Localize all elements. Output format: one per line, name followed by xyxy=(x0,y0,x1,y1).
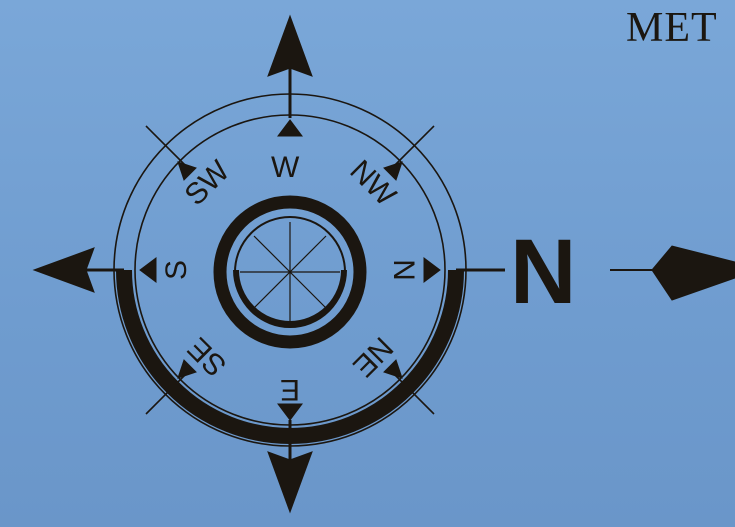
arrow-down-icon xyxy=(268,452,312,512)
tick-ne xyxy=(395,126,434,165)
north-pointer-icon xyxy=(652,246,735,300)
arrow-up-icon xyxy=(268,16,312,76)
arrow-left-icon xyxy=(34,248,94,292)
label-se: SE xyxy=(181,331,233,383)
label-nw: NW xyxy=(343,154,402,213)
label-ne: NE xyxy=(346,330,399,383)
marker-w-icon xyxy=(278,120,302,136)
label-e: E xyxy=(280,373,300,406)
label-s: S xyxy=(160,260,193,280)
label-n: N xyxy=(387,259,420,281)
marker-s-icon xyxy=(140,258,156,282)
tick-nw xyxy=(146,126,185,165)
north-indicator-letter: N xyxy=(510,221,576,323)
label-w: W xyxy=(271,151,300,184)
label-sw: SW xyxy=(179,154,237,212)
marker-n-icon xyxy=(424,258,440,282)
